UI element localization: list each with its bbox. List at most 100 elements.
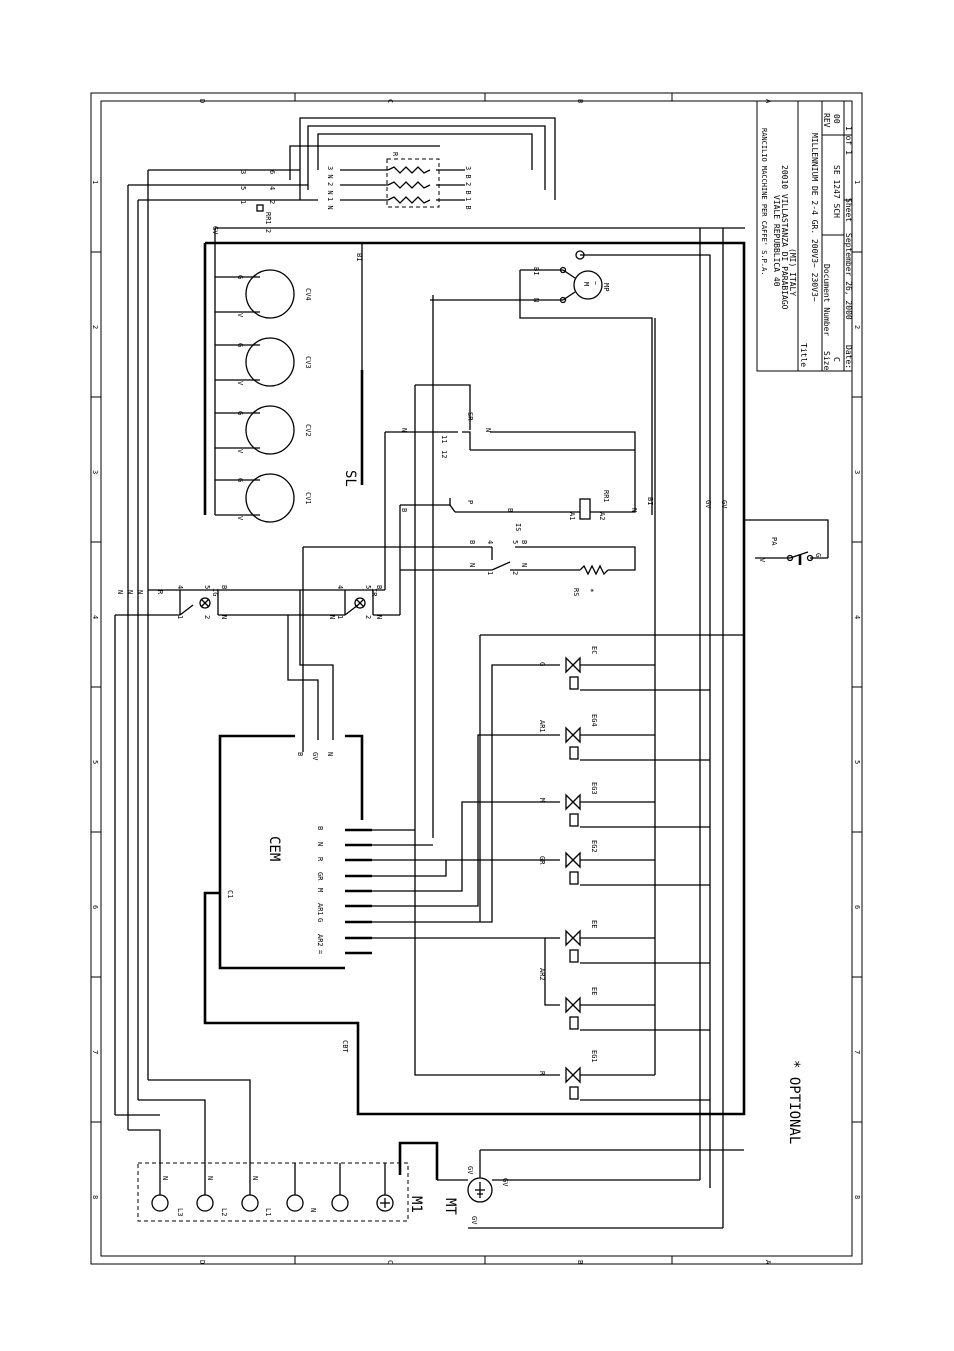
svg-text:5: 5 bbox=[239, 186, 247, 190]
valve-feed-lines bbox=[372, 634, 744, 1076]
svg-text:4: 4 bbox=[268, 186, 276, 190]
svg-text:B: B bbox=[220, 585, 228, 589]
sl-label: SL bbox=[342, 470, 358, 487]
date-value: September 26, 2000 bbox=[844, 233, 853, 320]
coil-cv1: G V bbox=[215, 473, 295, 523]
row-letter-bottom-d: D bbox=[198, 1260, 206, 1264]
svg-text:G: G bbox=[236, 478, 244, 482]
heater-r-label: R bbox=[391, 152, 399, 157]
svg-text:2: 2 bbox=[203, 615, 211, 619]
cbt-cable bbox=[203, 891, 360, 1090]
svg-text:N: N bbox=[326, 752, 334, 756]
cv2-label: CV2 bbox=[304, 424, 312, 437]
company-address-3: (MI) ITALY bbox=[788, 248, 797, 296]
is-label: IS bbox=[514, 523, 522, 531]
pa-label: PA bbox=[770, 537, 778, 546]
terminal-block-terminals bbox=[151, 1163, 394, 1212]
col-number-left-6: 6 bbox=[91, 905, 99, 909]
is-switch: IS B N 4 1 5 2 B N RS * bbox=[302, 523, 636, 740]
svg-text:G: G bbox=[538, 662, 546, 666]
docnum-label: Document Number bbox=[822, 264, 831, 336]
valve-ec bbox=[565, 656, 655, 690]
inner-frame bbox=[100, 100, 853, 1257]
col-number-right-2: 2 bbox=[853, 325, 861, 329]
cv1-label: CV1 bbox=[304, 492, 312, 505]
rev-label: REV bbox=[822, 113, 831, 128]
pump-motor-mp: M ~ BI N bbox=[430, 250, 711, 1188]
svg-text:GR: GR bbox=[316, 872, 324, 881]
row-letter-top-b: B bbox=[576, 99, 584, 103]
cem-label: CEM bbox=[266, 836, 282, 861]
svg-text:N: N bbox=[220, 615, 228, 619]
ground-terminal-mt: GV GV GV bbox=[437, 1149, 744, 1229]
col-number-left-2: 2 bbox=[91, 325, 99, 329]
title-block: RANCILIO MACCHINE PER CAFFE' S.P.A. VIAL… bbox=[756, 100, 853, 372]
sheet-label: Sheet bbox=[844, 198, 853, 222]
terminal-l3-label: L3 bbox=[176, 1208, 184, 1216]
col-number-right-3: 3 bbox=[853, 470, 861, 474]
terminal-n-label: N bbox=[309, 1208, 317, 1212]
heater-r-box bbox=[386, 158, 440, 208]
col-number-left-8: 8 bbox=[91, 1195, 99, 1199]
svg-text:R: R bbox=[538, 1071, 546, 1076]
col-number-left-1: 1 bbox=[91, 180, 99, 184]
company-address-1: VIALE REPUBBLICA 40 bbox=[772, 195, 781, 287]
svg-text:GV: GV bbox=[466, 1166, 474, 1175]
c1-label: C1 bbox=[226, 890, 234, 898]
svg-text:~: ~ bbox=[591, 281, 599, 285]
pressostat-pa: PA V G bbox=[744, 519, 829, 565]
svg-text:GV: GV bbox=[704, 500, 712, 509]
svg-text:2: 2 bbox=[511, 571, 519, 575]
terminal-l2-label: L2 bbox=[220, 1208, 228, 1216]
svg-text:B: B bbox=[316, 826, 324, 830]
company-name: RANCILIO MACCHINE PER CAFFE' S.P.A. bbox=[760, 128, 768, 276]
coil-cv3: G V bbox=[215, 337, 295, 387]
supply-wires bbox=[114, 170, 251, 1163]
svg-text:AR2: AR2 bbox=[316, 934, 324, 947]
col-number-left-4: 4 bbox=[91, 615, 99, 619]
svg-text:2: 2 bbox=[268, 200, 276, 204]
main-enclosure bbox=[205, 241, 746, 1116]
svg-text:N: N bbox=[116, 590, 124, 594]
col-number-right-7: 7 bbox=[853, 1050, 861, 1054]
coil-cv4: G V bbox=[215, 269, 295, 319]
svg-text:B: B bbox=[506, 508, 514, 512]
gv-lines: GV GV GV bbox=[211, 226, 728, 1228]
svg-text:BI: BI bbox=[355, 253, 363, 261]
svg-text:1: 1 bbox=[176, 615, 184, 619]
svg-text:5: 5 bbox=[203, 585, 211, 589]
terminal-l3-n: N bbox=[161, 1176, 169, 1180]
col-number-left-3: 3 bbox=[91, 470, 99, 474]
svg-text:GV: GV bbox=[211, 226, 219, 235]
rr1-relay: P B B RR1 A1 A2 N BI bbox=[400, 295, 654, 838]
ir-label: IR bbox=[370, 588, 378, 597]
valve-label-eg3: EG3 bbox=[590, 782, 598, 795]
valve-ee-1 bbox=[565, 929, 655, 963]
sheet-value: 1 of 1 bbox=[844, 126, 853, 155]
valve-label-eg4: EG4 bbox=[590, 714, 598, 727]
svg-text:N: N bbox=[484, 428, 492, 432]
terminal-l1-n: N bbox=[251, 1176, 259, 1180]
svg-text:3: 3 bbox=[239, 170, 247, 174]
size-value: C bbox=[832, 357, 841, 362]
terminal-l1-label: L1 bbox=[264, 1208, 272, 1216]
svg-text:GV: GV bbox=[311, 752, 319, 761]
valve-label-ec: EC bbox=[590, 646, 598, 654]
cv3-label: CV3 bbox=[304, 356, 312, 369]
heater-term-1n: 1 N bbox=[326, 197, 334, 210]
svg-text:M: M bbox=[582, 282, 590, 286]
rev-value: 00 bbox=[832, 114, 841, 124]
svg-text:BI: BI bbox=[532, 267, 540, 275]
col-number-left-7: 7 bbox=[91, 1050, 99, 1054]
svg-text:N: N bbox=[375, 615, 383, 619]
heater-resistors bbox=[340, 166, 465, 204]
title-label: Title bbox=[799, 343, 808, 367]
svg-text:R: R bbox=[156, 590, 164, 595]
cv4-label: CV4 bbox=[304, 288, 312, 301]
outer-frame bbox=[90, 92, 863, 1265]
docnum-value: SE 1247 SCH bbox=[832, 165, 841, 218]
svg-text:B: B bbox=[296, 752, 304, 756]
row-letter-top-c: C bbox=[386, 99, 394, 103]
svg-text:N: N bbox=[468, 563, 476, 567]
